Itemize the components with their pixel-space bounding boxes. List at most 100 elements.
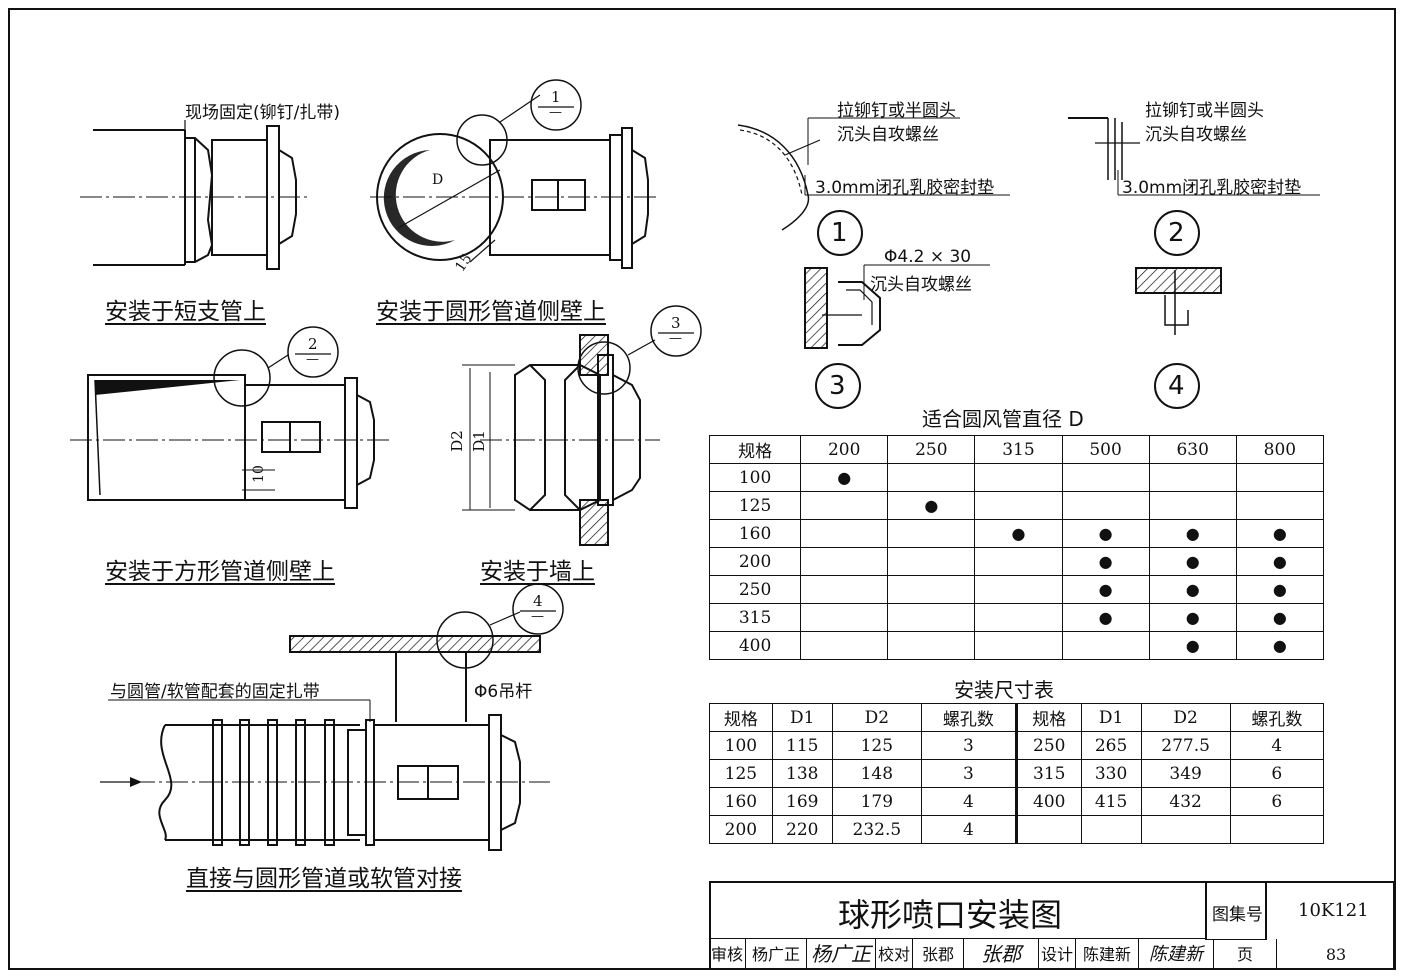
title-cell <box>709 881 1205 939</box>
table-cell: ● <box>1061 519 1150 548</box>
caption-round-duct-wall: 安装于圆形管道侧壁上 <box>376 299 606 325</box>
table-cell: ● <box>1148 547 1237 576</box>
header-cell: 规格 <box>1014 703 1082 732</box>
table-cell: 125 <box>709 759 773 788</box>
table-cell: 100 <box>708 463 802 492</box>
table-cell: 415 <box>1080 787 1142 816</box>
atlas-label-cell <box>1205 881 1267 940</box>
table-cell: ● <box>974 519 1063 548</box>
header-cell: 规格 <box>708 435 802 464</box>
table-cell <box>1061 631 1150 660</box>
view-round-duct <box>370 79 660 269</box>
table-cell: 315 <box>708 603 802 632</box>
table-cell <box>800 519 889 548</box>
table-cell: ● <box>1235 519 1325 548</box>
detail-number-4: 4 <box>1168 371 1185 401</box>
ref-3-dash: — <box>669 331 682 346</box>
table-cell <box>1014 815 1082 844</box>
design-label: 设计 <box>1039 939 1076 970</box>
caption-square-duct-wall: 安装于方形管道侧壁上 <box>105 559 335 585</box>
table-cell <box>887 603 976 632</box>
table-cell <box>1148 491 1237 520</box>
header-cell: 200 <box>800 435 889 464</box>
detail-drawings <box>737 117 1320 409</box>
table-cell: ● <box>1235 631 1325 660</box>
ref-2-dash: — <box>306 352 319 367</box>
caption-wall: 安装于墙上 <box>480 559 595 585</box>
ref-3: 3 <box>671 314 681 332</box>
note-screw-size: Φ4.2 × 30 <box>884 247 972 267</box>
checker-signature: 张郡 <box>964 939 1039 970</box>
table-cell <box>800 631 889 660</box>
table-cell <box>887 631 976 660</box>
view-square-duct <box>70 326 390 509</box>
table-cell: 100 <box>709 731 773 760</box>
table-cell: 179 <box>831 787 922 816</box>
table-cell <box>1140 815 1231 844</box>
check-label: 校对 <box>876 939 913 970</box>
table-cell: 6 <box>1229 787 1325 816</box>
detail-number-3: 3 <box>829 371 846 401</box>
table-cell <box>974 547 1063 576</box>
atlas-label: 图集号 <box>1212 905 1263 925</box>
table-cell: 115 <box>771 731 833 760</box>
checker-name: 张郡 <box>913 939 964 970</box>
ref-4: 4 <box>533 592 543 610</box>
table-cell: ● <box>887 491 976 520</box>
table-cell: ● <box>1061 547 1150 576</box>
detail-number-1: 1 <box>831 218 848 248</box>
reviewer-signature: 杨广正 <box>807 939 876 970</box>
reviewer-name: 杨广正 <box>746 939 807 970</box>
table-cell <box>1061 463 1150 492</box>
table-cell: 220 <box>771 815 833 844</box>
header-cell: 螺孔数 <box>920 703 1017 732</box>
table-cell: 4 <box>920 787 1017 816</box>
table-cell: 125 <box>708 491 802 520</box>
size-table-title: 安装尺寸表 <box>954 678 1054 702</box>
table-cell: 148 <box>831 759 922 788</box>
header-cell: D2 <box>831 703 922 732</box>
table-cell <box>887 547 976 576</box>
table-cell: ● <box>1235 547 1325 576</box>
table-cell <box>800 575 889 604</box>
table-row: 250●●● <box>708 575 1325 604</box>
table-cell: 200 <box>708 547 802 576</box>
note-screw-3: 沉头自攻螺丝 <box>870 275 972 295</box>
ref-2: 2 <box>308 335 318 353</box>
table-cell: 160 <box>709 787 773 816</box>
table-cell <box>1080 815 1142 844</box>
table-cell <box>887 519 976 548</box>
drawing-frame <box>8 8 1396 970</box>
ref-1-dash: — <box>549 105 562 120</box>
table-cell <box>887 463 976 492</box>
table-cell <box>974 463 1063 492</box>
table-row: 125 ● <box>708 491 1325 520</box>
table-cell <box>800 603 889 632</box>
table-cell: 250 <box>1014 731 1082 760</box>
atlas-number: 10K121 <box>1298 900 1369 921</box>
table-cell: 3 <box>920 759 1017 788</box>
table-cell: ● <box>1148 575 1237 604</box>
table-cell <box>974 491 1063 520</box>
designer-signature: 陈建新 <box>1139 939 1214 970</box>
table-cell: 125 <box>831 731 922 760</box>
designer-name: 陈建新 <box>1076 939 1139 970</box>
note-screw-1: 沉头自攻螺丝 <box>837 125 939 145</box>
table-cell: ● <box>1235 603 1325 632</box>
note-rod: Φ6吊杆 <box>474 682 533 702</box>
table-cell: 4 <box>920 815 1017 844</box>
header-cell: 螺孔数 <box>1229 703 1325 732</box>
table-row: 160●●●● <box>708 519 1325 548</box>
note-rivet-1: 拉铆钉或半圆头 <box>837 101 956 121</box>
note-gasket-1: 3.0mm闭孔乳胶密封垫 <box>815 178 995 198</box>
caption-direct: 直接与圆形管道或软管对接 <box>186 866 462 892</box>
